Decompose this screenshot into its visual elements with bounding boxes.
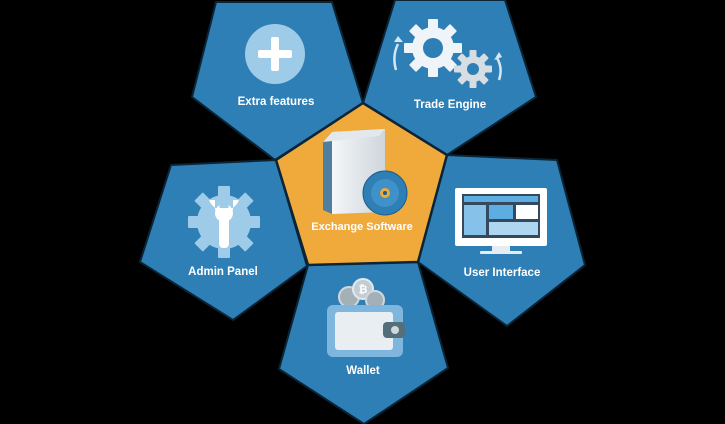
center-label: Exchange Software (311, 221, 412, 233)
gears-icon (393, 19, 502, 88)
software-box-icon (323, 129, 408, 216)
petal-trade-engine[interactable]: Trade Engine (361, 0, 538, 157)
petal-wallet[interactable]: ₿ Wallet (277, 260, 450, 424)
petal-admin-panel-label: Admin Panel (188, 266, 258, 278)
plus-icon (245, 24, 305, 84)
petal-user-interface[interactable]: User Interface (416, 153, 587, 328)
petal-admin-panel[interactable]: Admin Panel (138, 158, 309, 322)
petal-wallet-label: Wallet (346, 365, 380, 377)
center-exchange-software[interactable]: Exchange Software (274, 101, 449, 267)
petal-user-interface-label: User Interface (464, 267, 541, 279)
petal-trade-engine-shape (361, 0, 538, 157)
bitcoin-icon: ₿ (359, 283, 368, 296)
monitor-icon (455, 188, 547, 254)
wrench-gear-icon (188, 186, 260, 258)
petal-extra-features-label: Extra features (238, 96, 315, 108)
wallet-icon: ₿ (327, 278, 405, 357)
petal-trade-engine-label: Trade Engine (414, 99, 486, 111)
